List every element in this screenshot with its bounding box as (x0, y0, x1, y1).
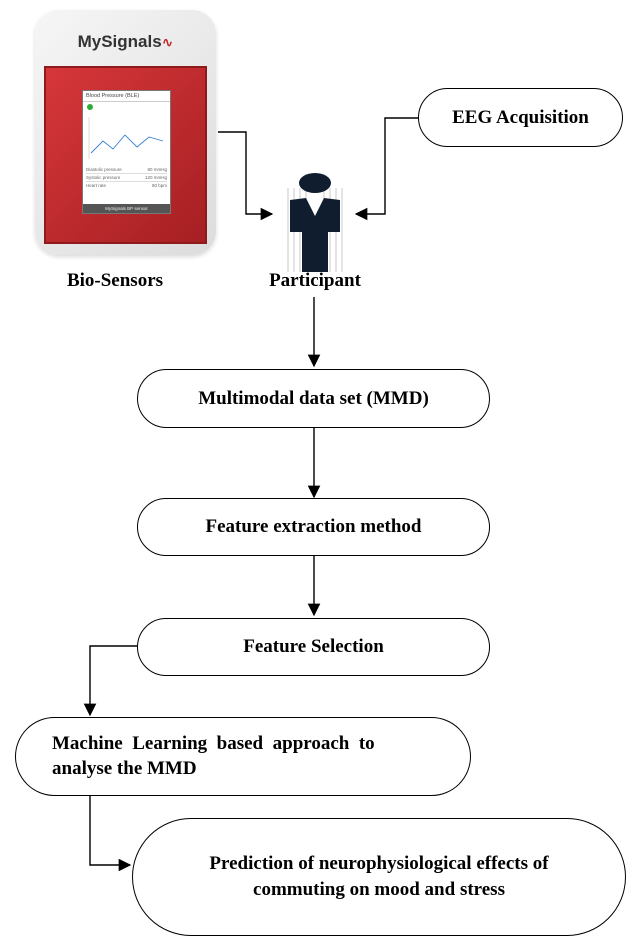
device-brand-text: MySignals (77, 32, 162, 51)
device-red-frame: Blood Pressure (BLE) Diastolic pressure … (44, 66, 207, 244)
device-row: Diastolic pressure 80 mmHg (86, 166, 167, 174)
feature-extraction-node: Feature extraction method (137, 498, 490, 556)
mysignals-device: MySignals∿ Blood Pressure (BLE) Diastoli… (35, 10, 216, 255)
eeg-acquisition-node: EEG Acquisition (418, 88, 623, 147)
device-screen-title: Blood Pressure (BLE) (83, 91, 170, 102)
participant-label: Participant (269, 270, 361, 291)
prediction-line1: Prediction of neurophysiological effects… (209, 853, 549, 875)
feature-selection-node: Feature Selection (137, 618, 490, 676)
participant-icon (287, 173, 343, 272)
device-brand: MySignals∿ (35, 32, 216, 52)
arrow-eeg-to-participant (354, 117, 418, 221)
device-row: Systolic pressure 120 mmHg (86, 174, 167, 182)
device-screen: Blood Pressure (BLE) Diastolic pressure … (82, 90, 171, 214)
arrow-selection-to-ml (83, 645, 137, 717)
device-screen-rows: Diastolic pressure 80 mmHg Systolic pres… (86, 166, 167, 189)
heartbeat-icon: ∿ (161, 34, 174, 50)
status-dot-icon (87, 104, 93, 110)
device-row-label: Diastolic pressure (86, 167, 122, 172)
device-row-label: Heart rate (86, 183, 107, 188)
device-row-value: 80 mmHg (147, 167, 167, 172)
arrow-ml-to-prediction (89, 796, 132, 872)
device-row-value: 120 mmHg (144, 175, 167, 180)
waveform-plot (88, 117, 164, 159)
arrow-device-to-participant (218, 131, 274, 221)
ml-approach-node: Machine Learning based approach to analy… (15, 717, 471, 796)
ml-approach-line2: analyse the MMD (52, 757, 197, 779)
bio-sensors-label: Bio-Sensors (66, 270, 164, 291)
device-row-label: Systolic pressure (86, 175, 121, 180)
device-row-value: 80 bpm (151, 183, 167, 188)
device-row: Heart rate 80 bpm (86, 182, 167, 189)
ml-approach-line1: Machine Learning based approach to (52, 732, 375, 754)
prediction-node: Prediction of neurophysiological effects… (132, 818, 626, 936)
device-screen-footer: MySignals BP sensor (83, 204, 170, 213)
prediction-line2: commuting on mood and stress (253, 879, 505, 900)
mmd-node: Multimodal data set (MMD) (137, 369, 490, 428)
